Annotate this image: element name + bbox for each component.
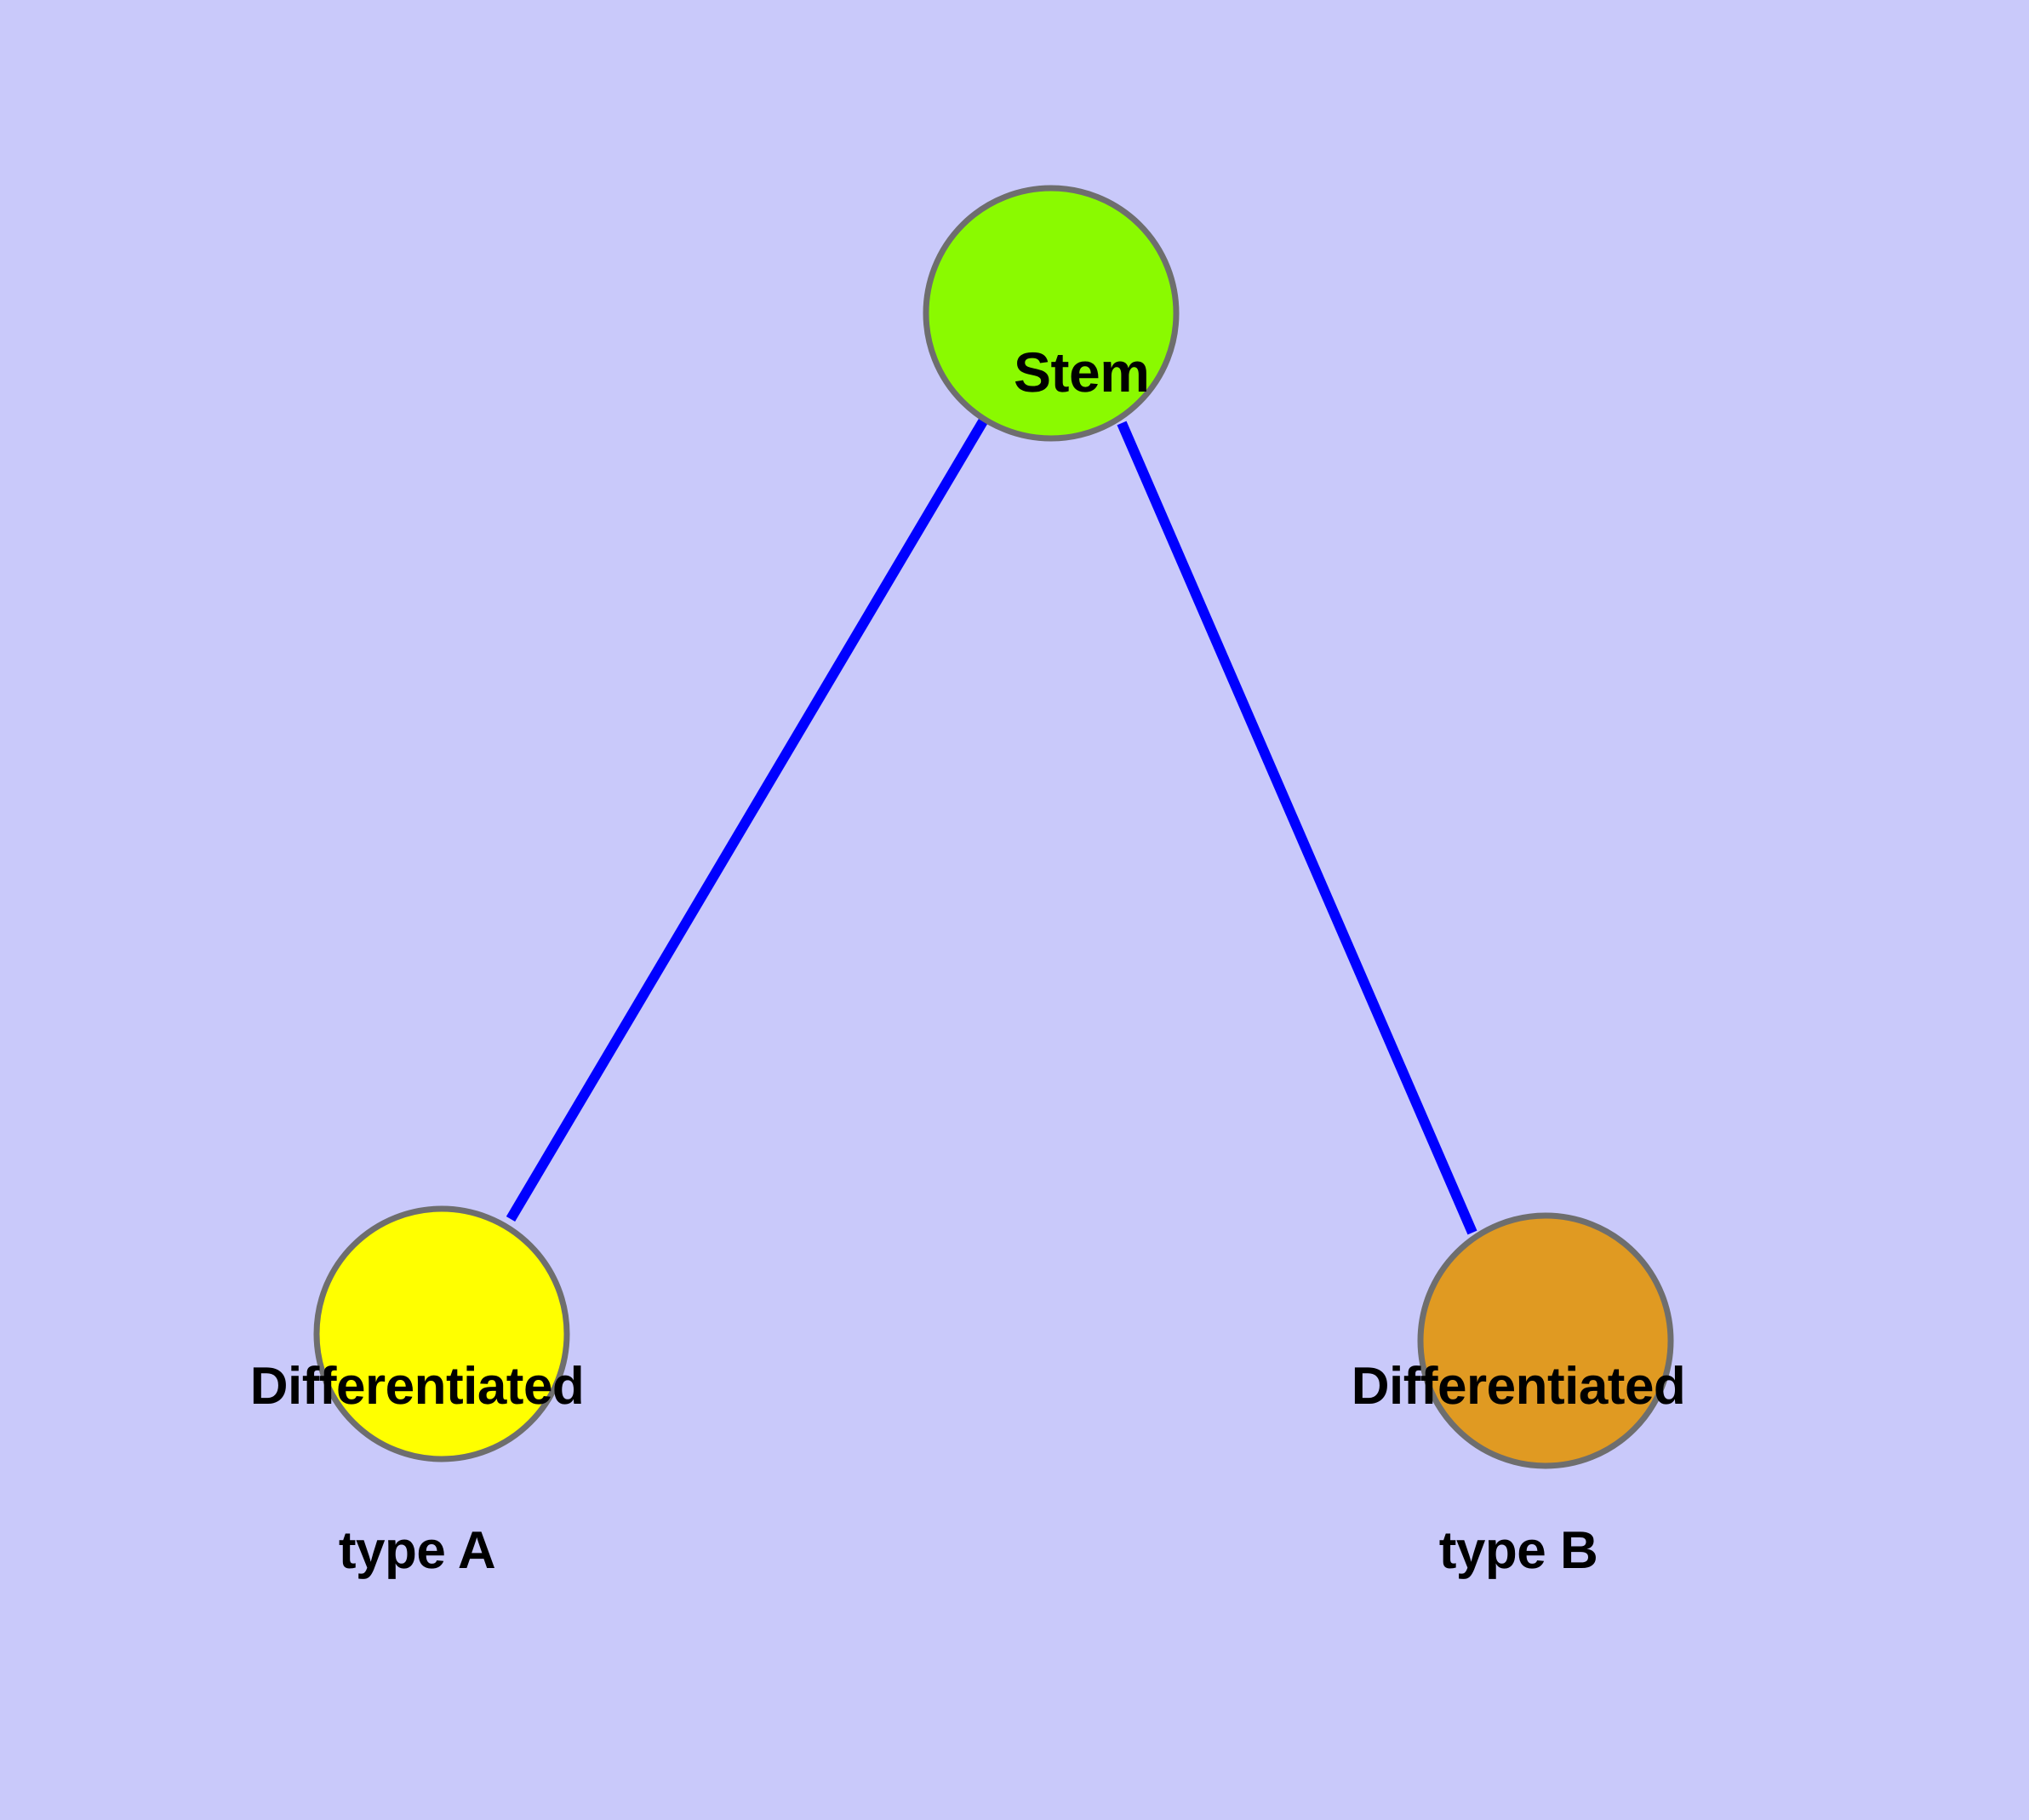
edge-stem-to-differentiated-type-b[interactable] — [1117, 421, 1477, 1235]
node-layer — [313, 185, 1674, 1469]
node-differentiated-type-b[interactable] — [1417, 1212, 1674, 1469]
edge-stem-to-differentiated-type-a[interactable] — [506, 418, 988, 1222]
edge-layer — [506, 418, 1477, 1235]
node-stem[interactable] — [923, 185, 1180, 442]
node-differentiated-type-a[interactable] — [313, 1205, 570, 1462]
